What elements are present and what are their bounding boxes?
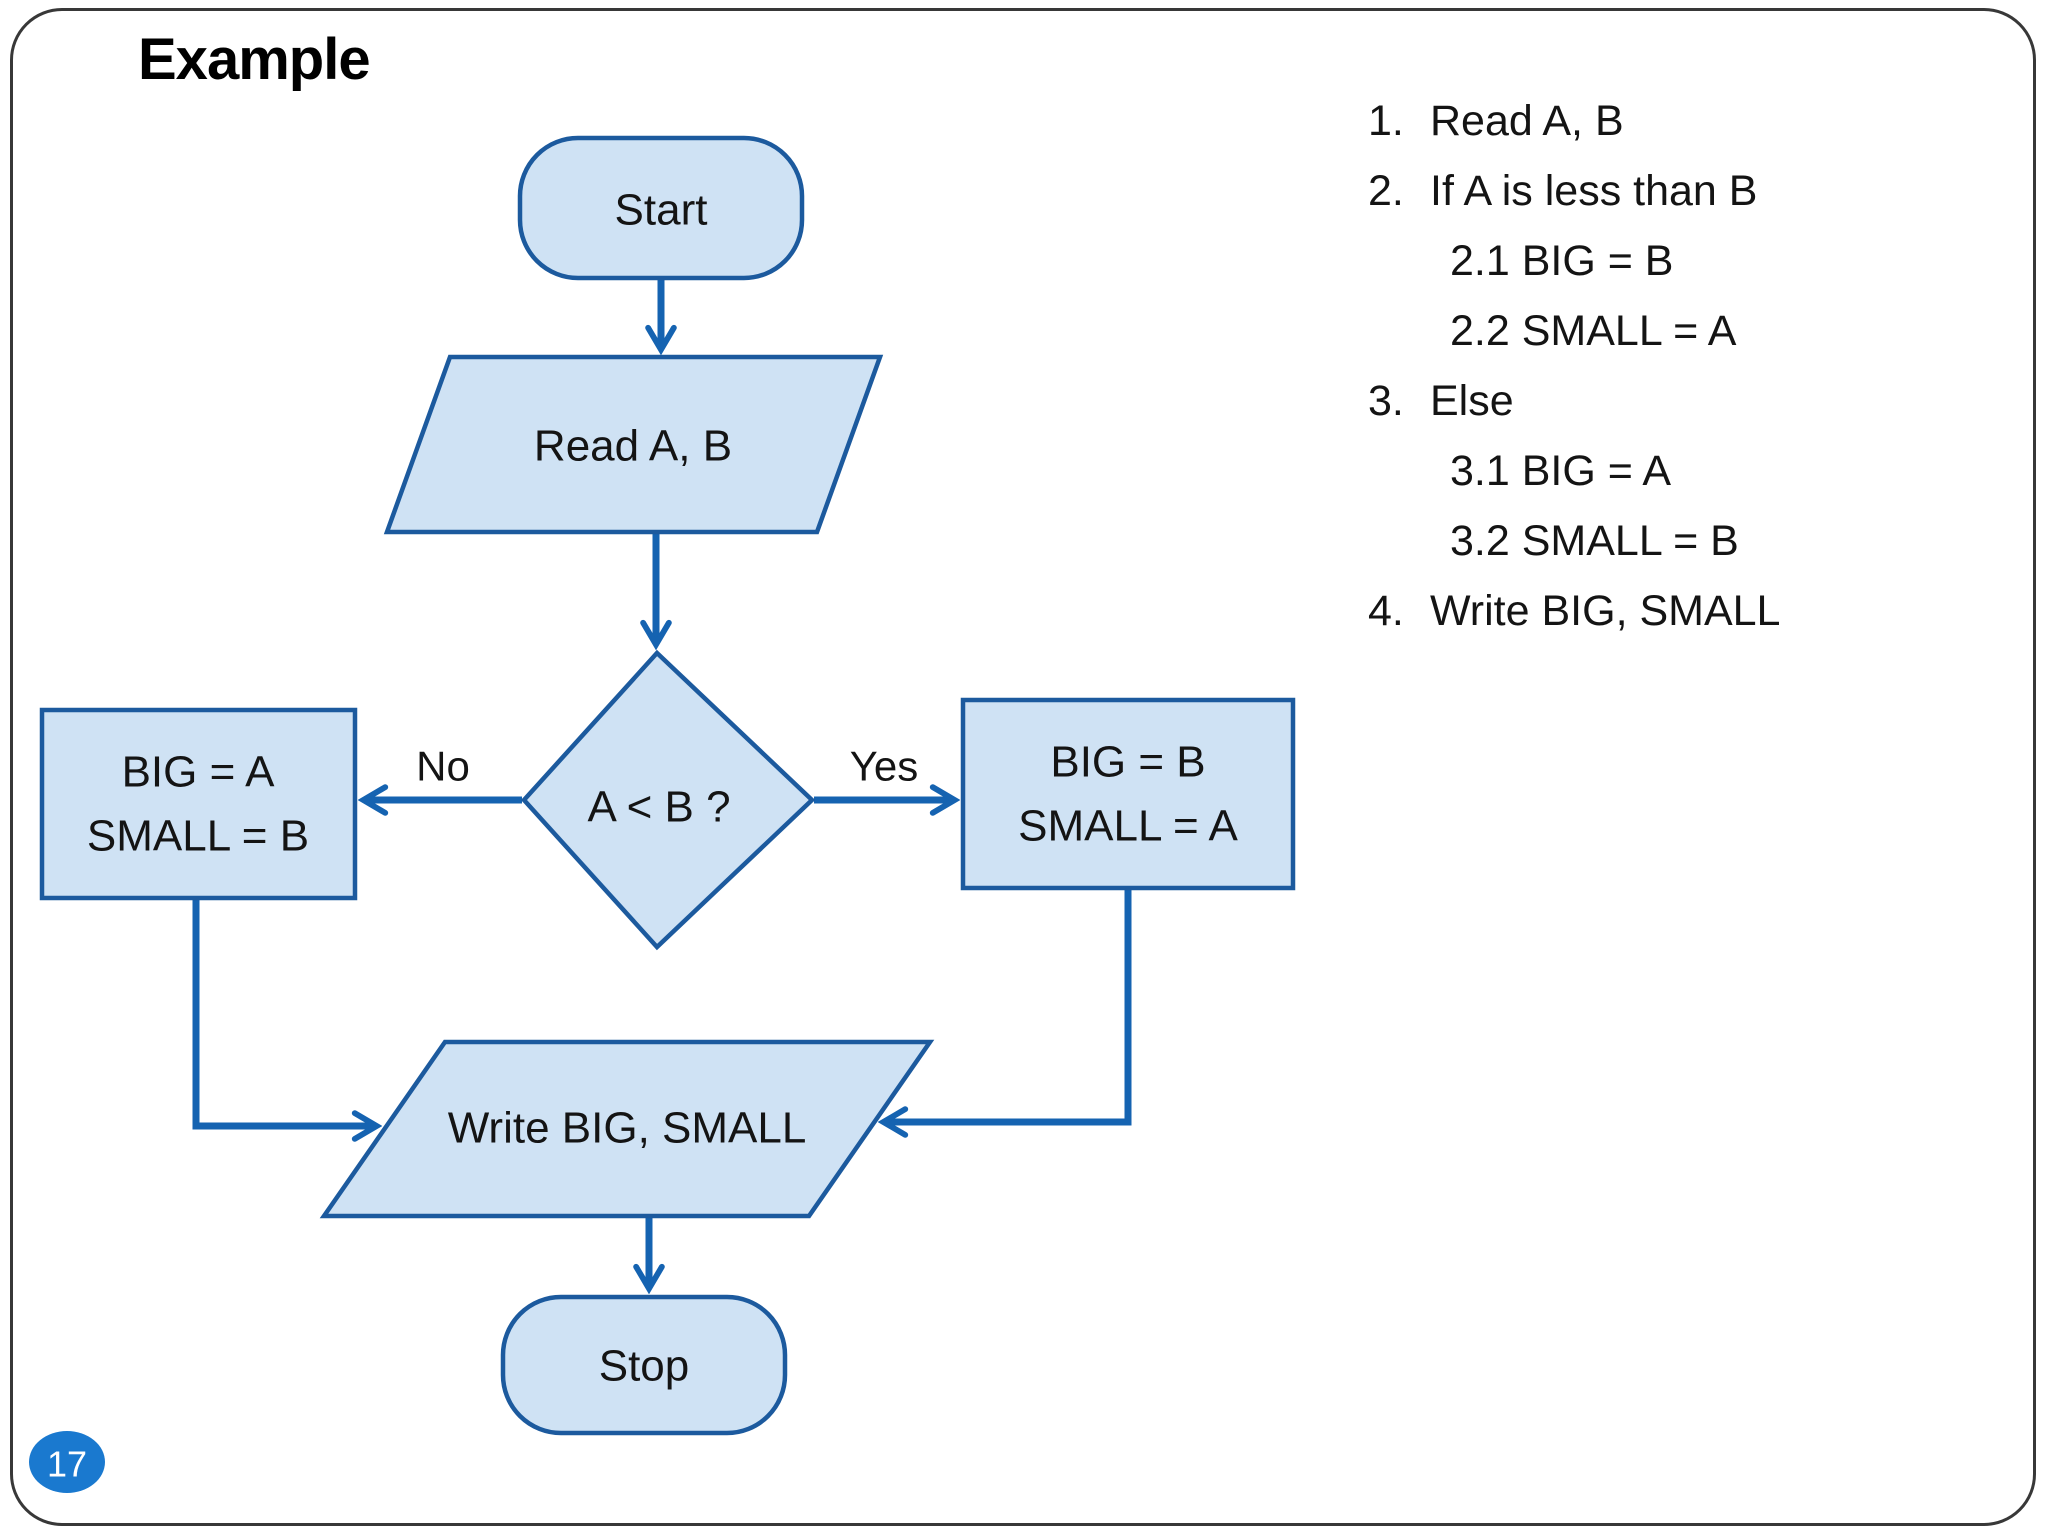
pseudocode-subitem: 2.2 SMALL = A [1368, 296, 1780, 366]
pseudocode-item-text: Read A, B [1430, 96, 1624, 145]
stop-node-label: Stop [599, 1342, 690, 1391]
pseudocode-subitem: 3.1 BIG = A [1368, 436, 1780, 506]
decision-node-label: A < B ? [587, 783, 730, 832]
yes-process-line1: BIG = B [1050, 738, 1205, 787]
pseudocode-item-text: Else [1430, 376, 1514, 425]
pseudocode-item-text: If A is less than B [1430, 166, 1758, 215]
read-node [383, 354, 884, 535]
pseudocode-item-text: 3.1 BIG = A [1450, 446, 1672, 495]
write-node-label: Write BIG, SMALL [448, 1104, 807, 1153]
stop-node [500, 1294, 788, 1436]
pseudocode-item: 4. Write BIG, SMALL [1368, 576, 1780, 646]
write-node [319, 1039, 935, 1219]
pseudocode-item-text: Write BIG, SMALL [1430, 586, 1781, 635]
pseudocode-list: 1. Read A, B 2. If A is less than B 2.1 … [1368, 86, 1780, 646]
edge-nobox-to-write [192, 900, 376, 1126]
pseudocode-item-text: 2.1 BIG = B [1450, 236, 1674, 285]
pseudocode-subitem: 2.1 BIG = B [1368, 226, 1780, 296]
no-process-node [39, 707, 358, 901]
pseudocode-item-text: 3.2 SMALL = B [1450, 516, 1739, 565]
yes-process-line2: SMALL = A [1018, 802, 1238, 851]
read-node-label: Read A, B [534, 422, 732, 471]
pseudocode-item: 2. If A is less than B [1368, 156, 1780, 226]
pseudocode-item-number: 2. [1368, 166, 1404, 215]
decision-node [520, 649, 816, 951]
pseudocode-item-number: 3. [1368, 376, 1404, 425]
edge-yesbox-to-write [884, 890, 1132, 1122]
start-node [517, 135, 805, 281]
page-number-badge [29, 1431, 105, 1493]
pseudocode-item: 1. Read A, B [1368, 86, 1780, 156]
yes-process-node [960, 697, 1296, 891]
pseudocode-subitem: 3.2 SMALL = B [1368, 506, 1780, 576]
pseudocode-item-number: 1. [1368, 96, 1404, 145]
slide-title: Example [138, 27, 371, 92]
pseudocode-item-text: 2.2 SMALL = A [1450, 306, 1737, 355]
no-process-line1: BIG = A [122, 748, 276, 797]
pseudocode-item-number: 4. [1368, 586, 1404, 635]
edge-label-yes: Yes [850, 743, 919, 790]
edge-label-no: No [416, 743, 470, 790]
page-number-label: 17 [47, 1444, 87, 1485]
no-process-line2: SMALL = B [87, 812, 309, 861]
pseudocode-item: 3. Else [1368, 366, 1780, 436]
start-node-label: Start [615, 186, 708, 235]
